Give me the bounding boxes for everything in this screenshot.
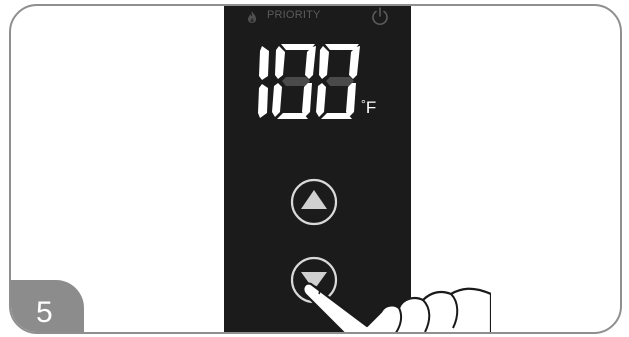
temperature-up-button[interactable]: [289, 177, 339, 227]
priority-label: PRIORITY: [267, 9, 321, 21]
temperature-unit: °F: [361, 97, 376, 118]
power-icon[interactable]: [370, 6, 390, 28]
temperature-display: 188: [248, 42, 363, 122]
illustration-frame: PRIORITY: [9, 4, 622, 334]
pointing-hand-icon: [291, 274, 491, 334]
digit-3: [316, 44, 360, 119]
temperature-digits: 188: [248, 42, 275, 46]
step-badge: 5: [11, 280, 84, 334]
unit-letter: F: [366, 98, 376, 117]
flame-icon: [247, 10, 257, 24]
step-number: 5: [36, 296, 53, 330]
digit-2: [272, 44, 316, 119]
digit-1: [258, 46, 269, 118]
status-indicators: PRIORITY: [224, 6, 411, 32]
